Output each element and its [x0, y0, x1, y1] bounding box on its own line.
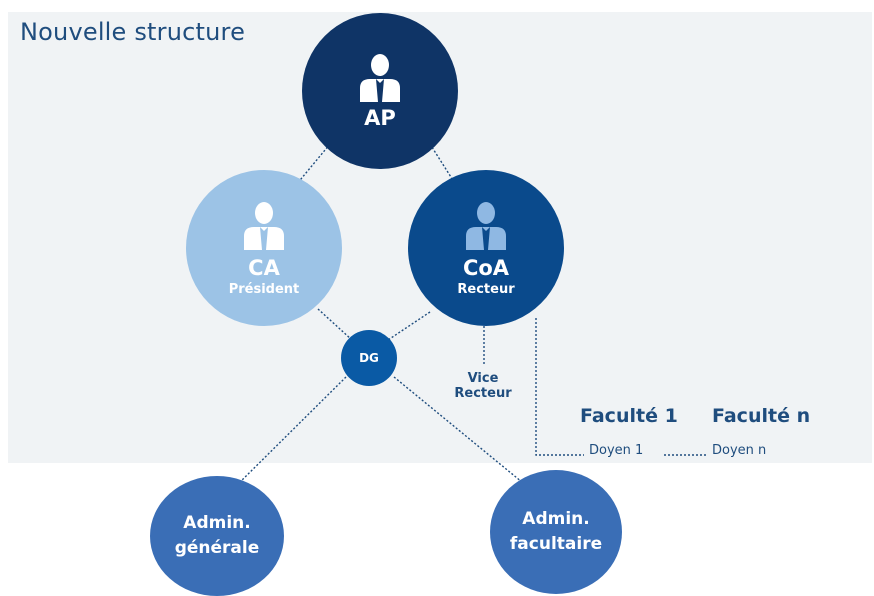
admin-facultaire-line1: Admin.	[522, 509, 590, 529]
diagram-title: Nouvelle structure	[20, 18, 246, 46]
doyen-1-label: Doyen 1	[589, 443, 644, 458]
link-ap-ca	[295, 143, 331, 186]
person-icon	[466, 201, 506, 250]
person-icon	[244, 201, 284, 250]
admin-generale-line1: Admin.	[183, 513, 251, 533]
link-dg-admin-generale	[231, 376, 347, 491]
link-dg-admin-facultaire	[393, 376, 529, 488]
node-ca-sublabel: Président	[228, 281, 300, 297]
vice-recteur-line2: Recteur	[454, 386, 512, 401]
doyen-n-label: Doyen n	[712, 443, 767, 458]
node-ap-label: AP	[364, 106, 396, 130]
node-dg: DG	[341, 330, 397, 386]
node-admin-facultaire: Admin. facultaire	[490, 470, 622, 594]
node-dg-label: DG	[359, 351, 379, 365]
link-coa-faculties	[535, 318, 584, 456]
link-ca-dg	[317, 308, 353, 341]
node-coa-label: CoA	[462, 255, 510, 280]
link-coa-dg	[387, 311, 431, 341]
admin-generale-line2: générale	[174, 538, 260, 558]
node-admin-generale: Admin. générale	[150, 476, 284, 596]
faculty-n-title: Faculté n	[712, 405, 811, 427]
vice-recteur-line1: Vice	[467, 371, 499, 386]
node-ca: CA Président	[186, 170, 342, 326]
person-icon	[360, 54, 400, 102]
node-ca-label: CA	[248, 255, 280, 280]
vice-recteur-label: Vice Recteur	[448, 371, 518, 401]
node-ap: AP	[302, 13, 458, 169]
node-coa-sublabel: Recteur	[457, 281, 515, 297]
admin-facultaire-line2: facultaire	[509, 534, 603, 554]
node-coa: CoA Recteur	[408, 170, 564, 326]
faculty-1-title: Faculté 1	[580, 405, 678, 427]
